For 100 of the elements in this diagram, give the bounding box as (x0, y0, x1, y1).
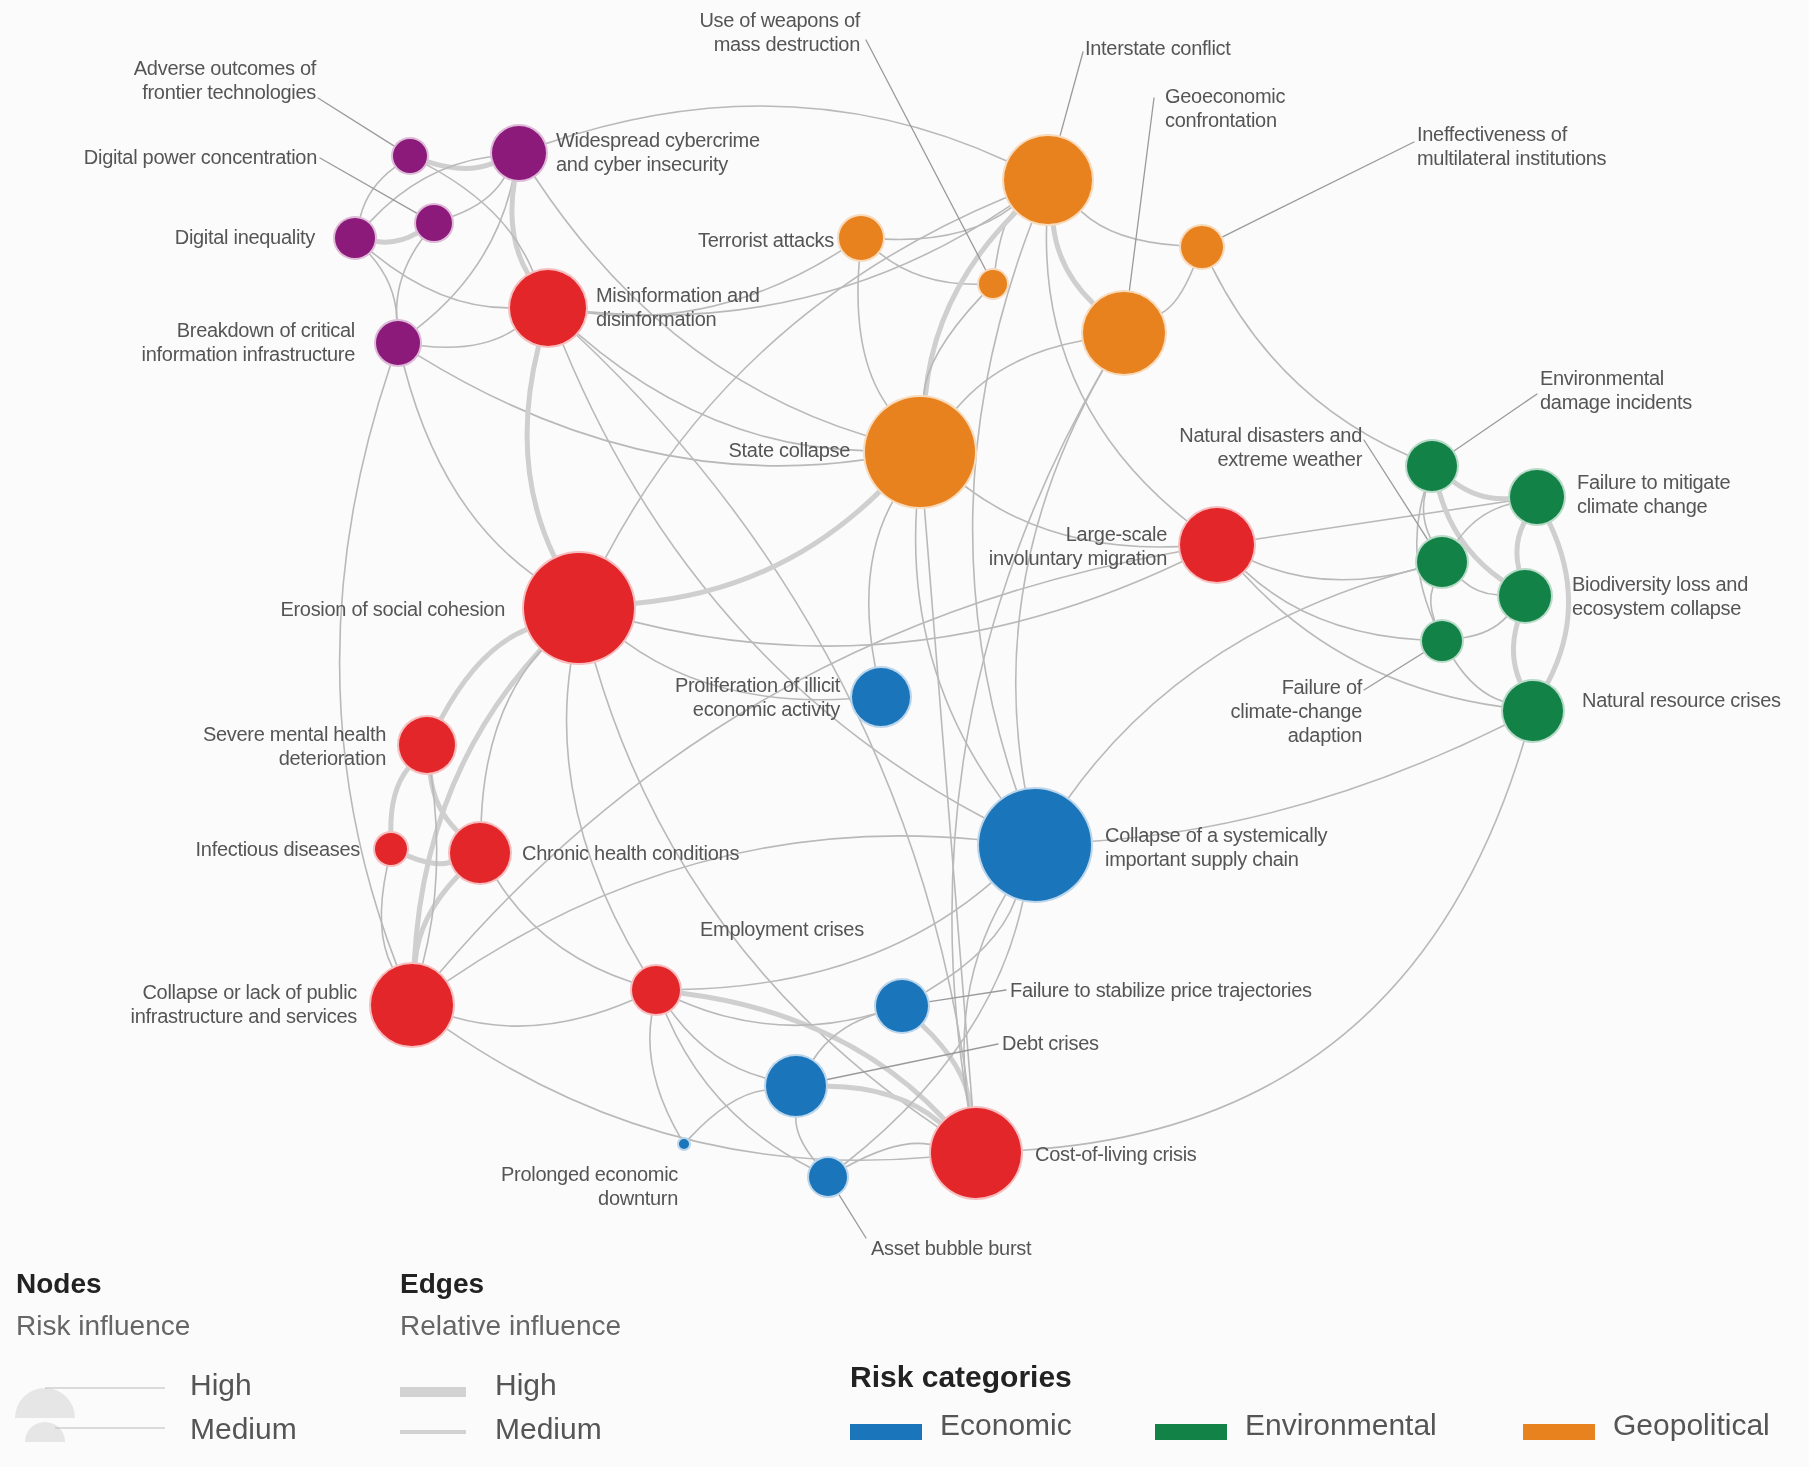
risk-label: Erosion of social cohesion (280, 598, 505, 620)
legend-label: High (495, 1368, 557, 1402)
connection-line (665, 1013, 811, 1169)
connection-line (369, 156, 492, 223)
connection-line (624, 640, 851, 701)
connection-line (972, 222, 1033, 791)
connection-line (914, 508, 1002, 799)
connection-line (416, 180, 514, 330)
connection-line (1080, 210, 1180, 247)
risk-circle (397, 715, 457, 775)
connection-line (688, 1089, 766, 1140)
legend-label: Medium (495, 1412, 602, 1446)
connection-line (417, 354, 865, 467)
risk-label: Prolonged economic downturn (501, 1163, 678, 1209)
risk-circle (874, 978, 930, 1034)
connection-line (951, 369, 1104, 1108)
connection-line (395, 238, 423, 320)
risk-label: Proliferation of illicit economic activity (674, 674, 840, 720)
connection-line (922, 294, 983, 396)
legend-subheading: Relative influence (400, 1310, 622, 1342)
connection-line (452, 177, 505, 218)
connection-line (919, 1022, 973, 1109)
connection-line (425, 159, 495, 171)
connection-line (1436, 489, 1505, 583)
connection-line (795, 1117, 816, 1162)
leader-line (319, 157, 418, 214)
risk-label: Ineffectiveness of multilateral institutions (1417, 122, 1657, 170)
connection-line (1022, 740, 1525, 1151)
connection-line (405, 853, 452, 867)
connection-line (649, 1014, 682, 1139)
leader-line (1363, 439, 1429, 540)
risk-label: Geoeconomic confrontation (1165, 84, 1335, 132)
risk-label: Use of weapons of mass destruction (660, 8, 860, 56)
risk-label: Severe mental health deterioration (203, 723, 386, 769)
connection-line (562, 344, 985, 819)
connection-line (421, 328, 516, 349)
connection-line (679, 990, 947, 1122)
risk-circle (1405, 439, 1459, 493)
connection-line (604, 196, 1007, 559)
risk-circle (677, 1137, 691, 1151)
risk-circle (1508, 468, 1566, 526)
connection-line (1092, 724, 1506, 842)
risk-label: Failure to mitigate climate change (1577, 471, 1731, 517)
connection-line (1457, 503, 1510, 541)
risk-circle (333, 216, 377, 260)
connection-line (670, 1010, 766, 1079)
connection-line (338, 364, 398, 966)
risk-label: Infectious diseases (195, 838, 360, 860)
risk-label: State collapse (728, 439, 850, 461)
connection-line (922, 210, 1018, 398)
connection-line (545, 105, 1007, 162)
risk-circle (1081, 290, 1167, 376)
leader-line (865, 39, 987, 271)
risk-label: Widespread cybercrime and cyber insecurity (556, 129, 760, 175)
risk-circle (374, 319, 422, 367)
risk-label: Natural resource crises (1582, 689, 1781, 711)
risk-label: Digital power concentration (12, 145, 317, 169)
connection-line (524, 344, 557, 560)
connection-line (1161, 267, 1194, 314)
connection-line (534, 176, 867, 437)
risk-label: Asset bubble burst (871, 1236, 1061, 1260)
risk-circle (508, 268, 588, 348)
connection-line (1545, 520, 1572, 686)
connection-line (878, 252, 978, 285)
connection-line (422, 773, 438, 965)
connection-line (845, 1142, 931, 1168)
leader-line (838, 1194, 867, 1239)
connection-line (509, 179, 531, 276)
legend-label: Geopolitical (1613, 1408, 1770, 1442)
legend-heading: Nodes (16, 1268, 102, 1300)
risk-label: Employment crises (700, 918, 864, 940)
legend-label: Economic (940, 1408, 1072, 1442)
leader-line (1128, 97, 1155, 291)
connection-line (586, 250, 842, 317)
connection-line (368, 253, 398, 320)
risk-label: Breakdown of critical information infrastructure (141, 319, 355, 365)
risk-circle (1420, 619, 1464, 663)
risk-label: Collapse or lack of public infrastructure and services (130, 981, 357, 1027)
connection-line (1254, 500, 1510, 540)
leader-line (1363, 652, 1425, 691)
connection-line (923, 508, 974, 1107)
risk-label: Environmental damage incidents (1540, 366, 1725, 414)
connection-line (843, 900, 1024, 1165)
connection-line (1244, 570, 1421, 641)
legend-subheading: Risk influence (16, 1310, 191, 1342)
connection-line (867, 501, 894, 668)
connection-line (679, 999, 876, 1027)
connection-line (380, 865, 393, 968)
connection-line (1050, 223, 1096, 306)
risk-label: Failure to stabilize price trajectories (1010, 978, 1355, 1002)
risk-label: Large-scale involuntary migration (988, 523, 1167, 569)
risk-label: Chronic health conditions (522, 842, 740, 864)
risk-circle (1178, 506, 1256, 584)
connection-line (1514, 520, 1527, 572)
connection-line (577, 333, 864, 452)
leader-line (1059, 51, 1084, 137)
risk-label: Interstate conflict (1085, 36, 1305, 60)
connection-line (446, 1028, 930, 1161)
connection-line (633, 561, 1183, 647)
risk-circle (630, 964, 682, 1016)
